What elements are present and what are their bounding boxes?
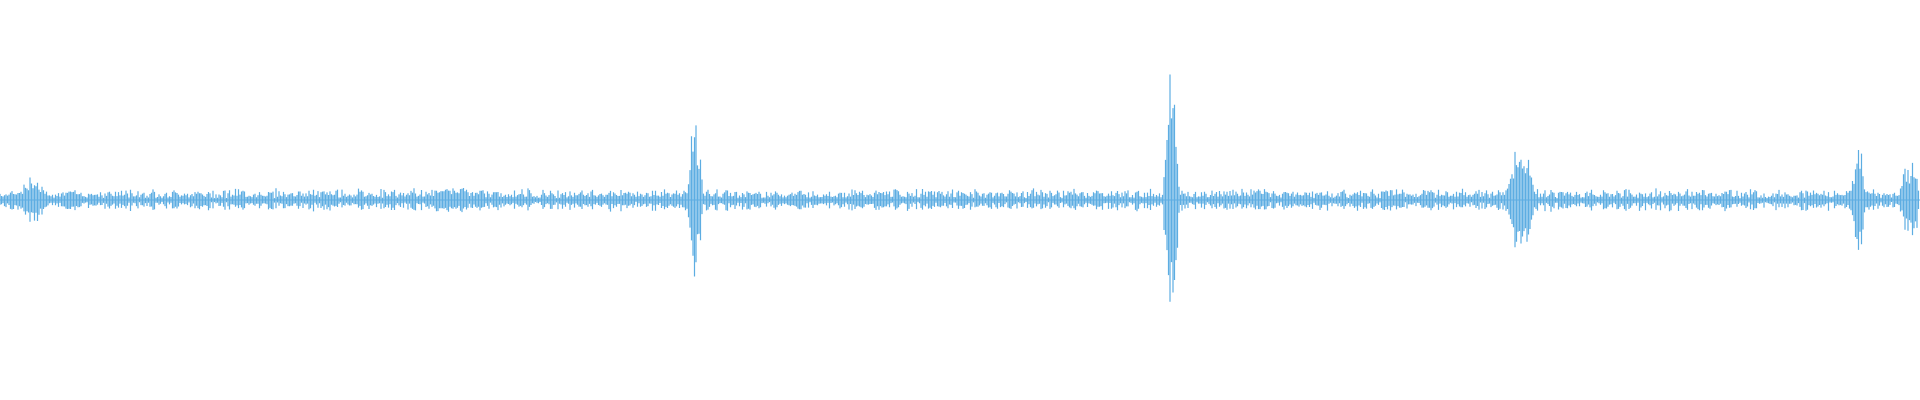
waveform-samples — [0, 74, 1920, 302]
waveform-trace — [0, 74, 1920, 302]
